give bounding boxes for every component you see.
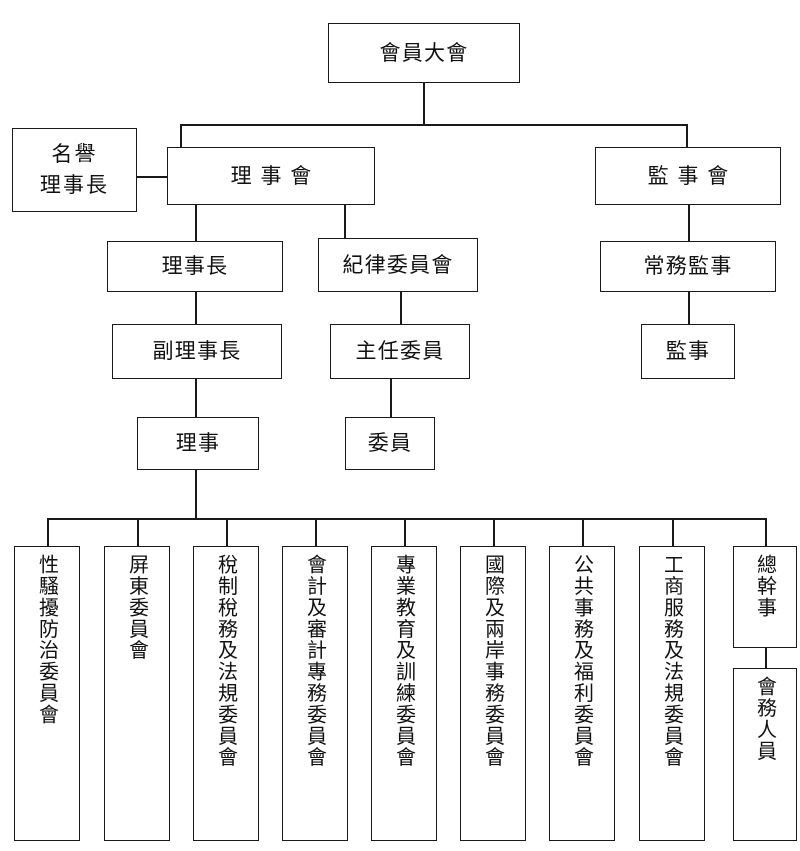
node-chairman[interactable]: 理事長 — [107, 241, 283, 292]
connector-assembly-down — [423, 83, 425, 125]
node-honorary-chairman-label: 名譽 理事長 — [39, 141, 110, 198]
node-director-label: 理事 — [175, 431, 221, 456]
committee-box-4[interactable]: 會計及審計專務委員會 — [282, 546, 348, 841]
connector-supervisor-up — [688, 292, 690, 324]
node-supervisor[interactable]: 監事 — [641, 324, 735, 379]
connector-board-supervisors-up — [686, 124, 688, 147]
connector-committee-drop-6 — [493, 518, 495, 546]
connector-committee-drop-2 — [137, 518, 139, 546]
connector-committee-member-up — [390, 379, 392, 417]
committee-box-8[interactable]: 工商服務及法規委員會 — [639, 546, 705, 841]
committee-box-4-label: 會計及審計專務委員會 — [303, 554, 328, 768]
connector-committee-drop-1 — [47, 518, 49, 546]
node-chief-committee-member-label: 主任委員 — [355, 339, 445, 364]
committee-box-6-label: 國際及兩岸事務委員會 — [481, 554, 506, 768]
node-standing-supervisor-label: 常務監事 — [643, 254, 733, 279]
connector-admin-staff-up — [765, 648, 767, 668]
node-board-of-supervisors-label: 監事會 — [647, 163, 738, 188]
connector-standing-supervisor-up — [688, 205, 690, 241]
node-general-assembly-label: 會員大會 — [379, 40, 469, 65]
connector-board-directors-up — [180, 124, 182, 147]
node-board-of-supervisors[interactable]: 監事會 — [595, 147, 781, 205]
node-honorary-chairman[interactable]: 名譽 理事長 — [12, 128, 137, 212]
node-standing-supervisor[interactable]: 常務監事 — [600, 241, 776, 292]
node-admin-staff[interactable]: 會務人員 — [733, 668, 797, 841]
connector-committee-bus — [47, 518, 765, 520]
committee-box-1[interactable]: 性騷擾防治委員會 — [14, 546, 80, 841]
connector-committee-drop-5 — [404, 518, 406, 546]
node-vice-chairman[interactable]: 副理事長 — [112, 324, 282, 379]
committee-box-1-label: 性騷擾防治委員會 — [35, 554, 60, 726]
connector-committee-drop-4 — [315, 518, 317, 546]
node-committee-member-label: 委員 — [367, 431, 413, 456]
connector-secretary-general-drop — [765, 518, 767, 546]
connector-director-up — [195, 379, 197, 417]
connector-discipline-up — [344, 205, 346, 241]
committee-box-7[interactable]: 公共事務及福利委員會 — [549, 546, 615, 841]
connector-committee-drop-3 — [226, 518, 228, 546]
node-chief-committee-member[interactable]: 主任委員 — [330, 324, 470, 379]
node-discipline-committee[interactable]: 紀律委員會 — [318, 238, 478, 292]
connector-director-down — [195, 470, 197, 518]
node-board-of-directors-label: 理事會 — [230, 163, 321, 188]
committee-box-8-label: 工商服務及法規委員會 — [660, 554, 685, 768]
node-secretary-general-label: 總幹事 — [753, 554, 778, 619]
committee-box-2-label: 屏東委員會 — [125, 554, 150, 661]
committee-box-6[interactable]: 國際及兩岸事務委員會 — [460, 546, 526, 841]
node-secretary-general[interactable]: 總幹事 — [733, 546, 797, 648]
committee-box-5[interactable]: 專業教育及訓練委員會 — [371, 546, 437, 841]
node-vice-chairman-label: 副理事長 — [152, 339, 242, 364]
connector-honorary-chair-link — [136, 176, 168, 178]
connector-chairman-up — [195, 205, 197, 241]
node-discipline-committee-label: 紀律委員會 — [342, 252, 454, 277]
committee-box-2[interactable]: 屏東委員會 — [104, 546, 170, 841]
node-general-assembly[interactable]: 會員大會 — [328, 23, 520, 83]
connector-committee-drop-8 — [672, 518, 674, 546]
node-board-of-directors[interactable]: 理事會 — [167, 147, 375, 205]
node-chairman-label: 理事長 — [161, 254, 229, 279]
committee-box-3[interactable]: 稅制稅務及法規委員會 — [193, 546, 259, 841]
connector-chief-member-up — [400, 292, 402, 324]
committee-box-3-label: 稅制稅務及法規委員會 — [214, 554, 239, 768]
connector-row2-bus — [180, 124, 687, 126]
node-committee-member[interactable]: 委員 — [345, 417, 435, 470]
node-admin-staff-label: 會務人員 — [753, 676, 778, 762]
node-supervisor-label: 監事 — [665, 339, 711, 364]
connector-vice-chairman-up — [195, 292, 197, 324]
node-director[interactable]: 理事 — [137, 417, 259, 470]
committee-box-7-label: 公共事務及福利委員會 — [570, 554, 595, 768]
connector-committee-drop-7 — [582, 518, 584, 546]
committee-box-5-label: 專業教育及訓練委員會 — [392, 554, 417, 768]
